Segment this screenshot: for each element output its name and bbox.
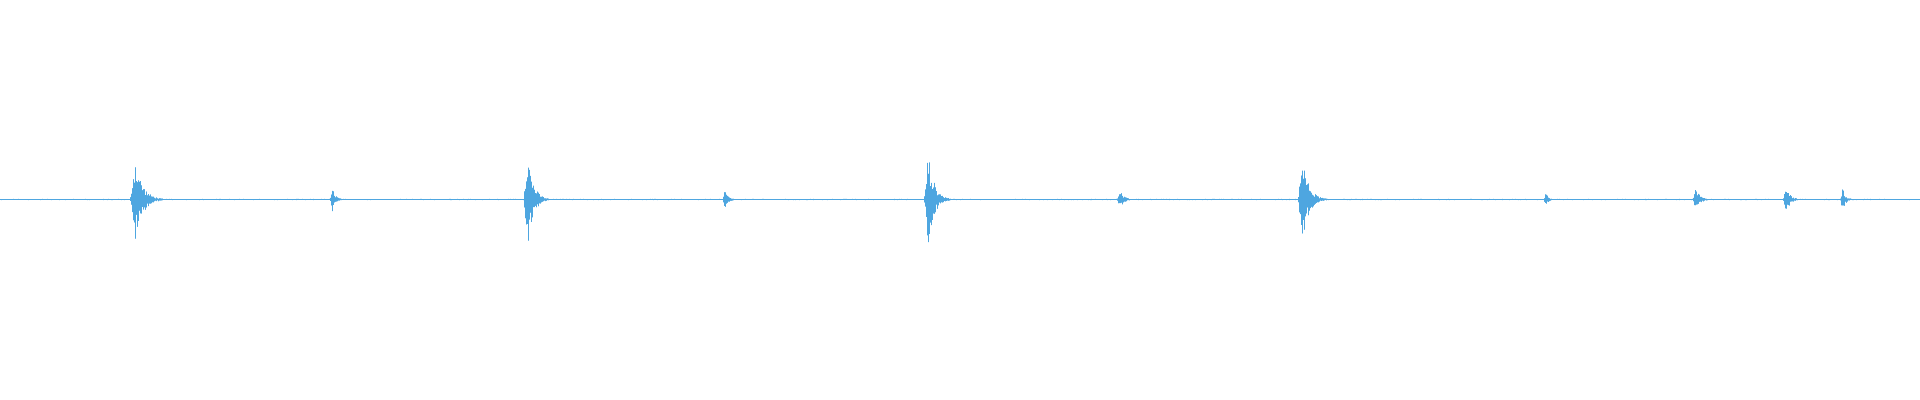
waveform-trace [0,162,1920,243]
